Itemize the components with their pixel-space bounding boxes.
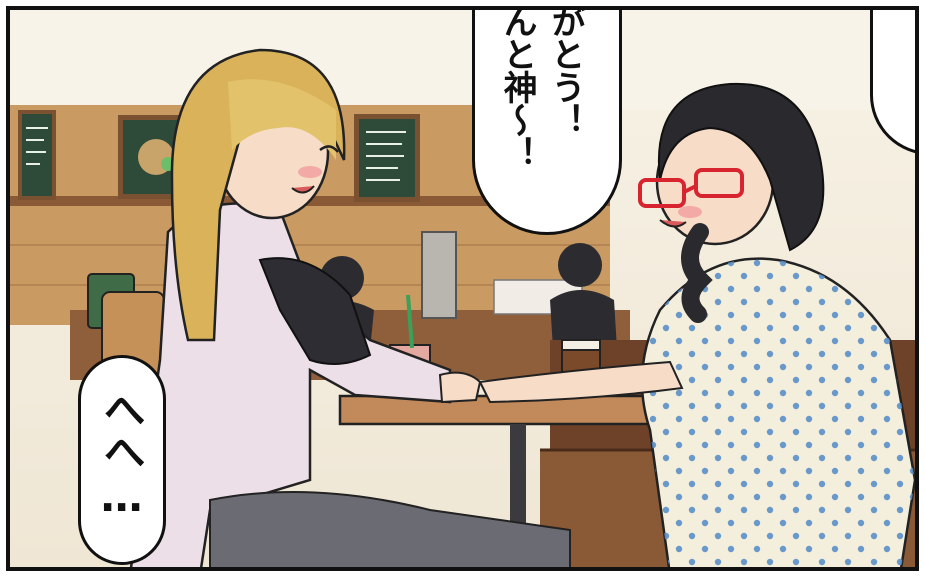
blush	[298, 166, 322, 178]
speech-bubble-right: と！	[870, 6, 919, 155]
pants	[209, 491, 571, 567]
dark-vest	[258, 257, 372, 365]
speech-text-right: と！	[901, 6, 919, 85]
glasses-woman	[478, 82, 915, 567]
dark-hair	[657, 82, 825, 252]
hair-bangs	[228, 79, 336, 160]
chalkboard-menu-left	[18, 110, 56, 200]
smile	[291, 185, 315, 194]
braid	[681, 223, 713, 323]
speech-bubble-center: りがとう！ ほんと神〜！	[472, 6, 622, 235]
hand	[438, 371, 482, 404]
forearm	[478, 360, 684, 404]
manga-panel: りがとう！ ほんと神〜！ と！ へへ…	[6, 6, 919, 571]
speech-text-line-1: りがとう！	[545, 6, 586, 136]
speech-bubble-left: へへ…	[78, 355, 166, 565]
napkin-holder	[421, 231, 457, 319]
closed-eye	[319, 145, 339, 153]
blonde-woman	[129, 48, 571, 567]
cafe-scene-illustration	[10, 10, 915, 567]
smile	[659, 219, 687, 228]
blonde-hair	[170, 48, 346, 342]
chalkboard-menu-right	[354, 114, 420, 202]
speech-text-left: へへ…	[97, 388, 147, 521]
red-glasses	[638, 168, 744, 208]
speech-text-line-2: ほんと神〜！	[497, 6, 538, 169]
blush	[678, 206, 702, 218]
